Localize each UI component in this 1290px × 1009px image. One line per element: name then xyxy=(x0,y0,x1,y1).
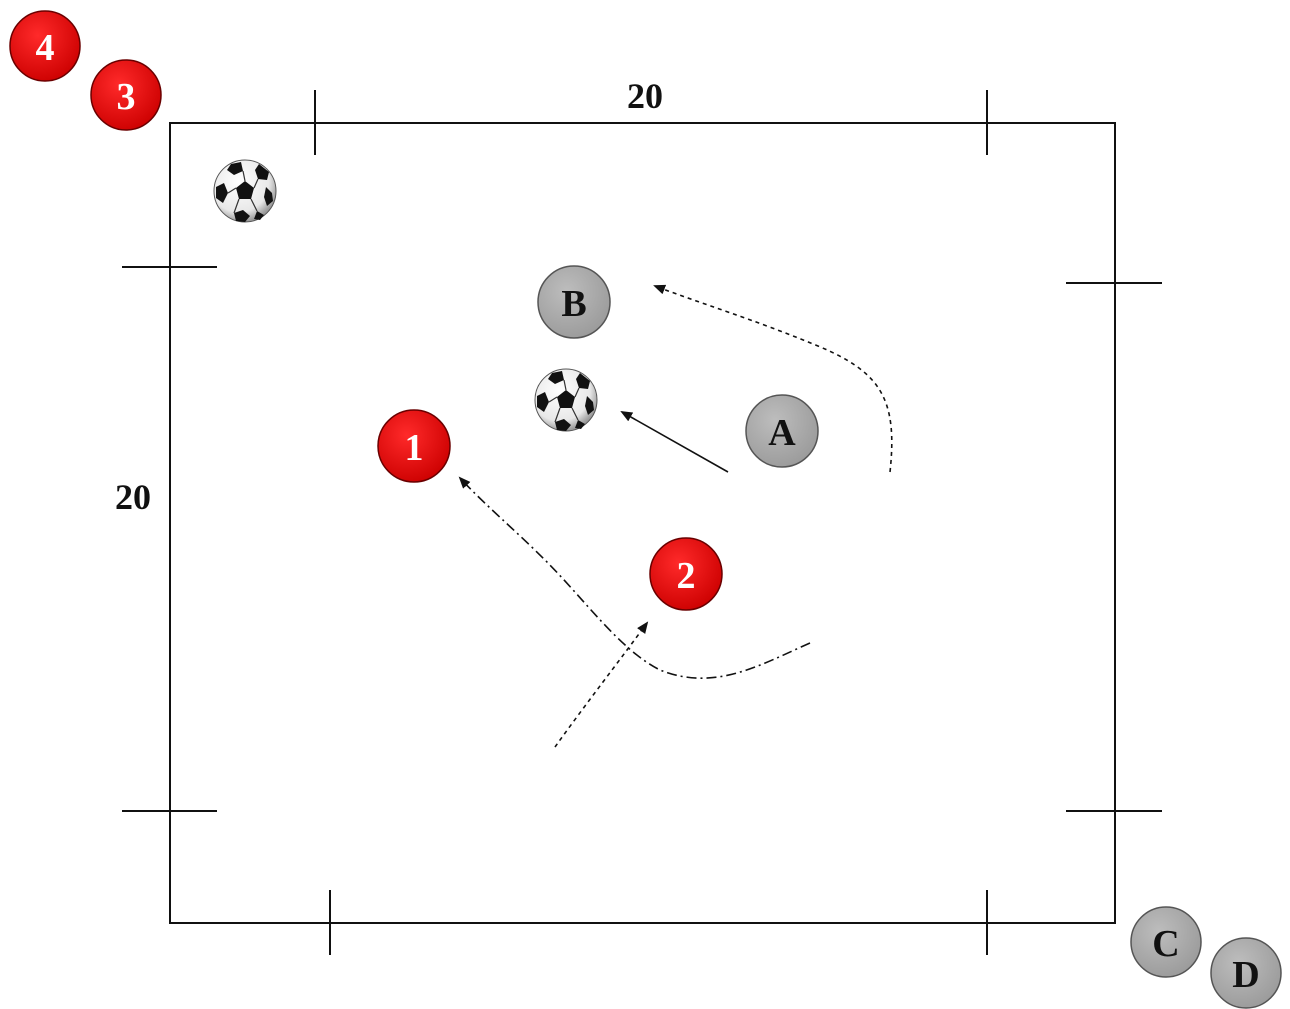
svg-text:A: A xyxy=(768,412,796,454)
svg-text:4: 4 xyxy=(36,27,55,69)
height-dimension-label: 20 xyxy=(115,477,151,517)
svg-text:C: C xyxy=(1152,923,1179,965)
red-player-2: 2 xyxy=(649,537,723,611)
svg-text:1: 1 xyxy=(405,427,424,469)
soccer-ball-icon xyxy=(213,159,277,223)
soccer-ball-icon xyxy=(534,368,598,432)
svg-text:3: 3 xyxy=(117,76,136,118)
run-path-a-to-b xyxy=(653,284,893,473)
field-boundary xyxy=(169,122,1116,924)
svg-text:D: D xyxy=(1232,954,1259,996)
run-path-to-player-2 xyxy=(554,621,649,748)
run-path-to-player-1 xyxy=(458,476,811,679)
svg-text:2: 2 xyxy=(677,555,696,597)
grey-player-d: D xyxy=(1210,937,1282,1009)
grey-player-c: C xyxy=(1130,906,1202,978)
svg-text:B: B xyxy=(561,283,586,325)
field-markings xyxy=(122,90,1162,955)
red-player-3: 3 xyxy=(90,59,162,131)
width-dimension-label: 20 xyxy=(627,76,663,116)
red-player-1: 1 xyxy=(377,409,451,483)
red-player-4: 4 xyxy=(9,10,81,82)
grey-player-b: B xyxy=(537,265,611,339)
pass-arrow-a-to-ball xyxy=(620,411,729,473)
grey-player-a: A xyxy=(745,394,819,468)
